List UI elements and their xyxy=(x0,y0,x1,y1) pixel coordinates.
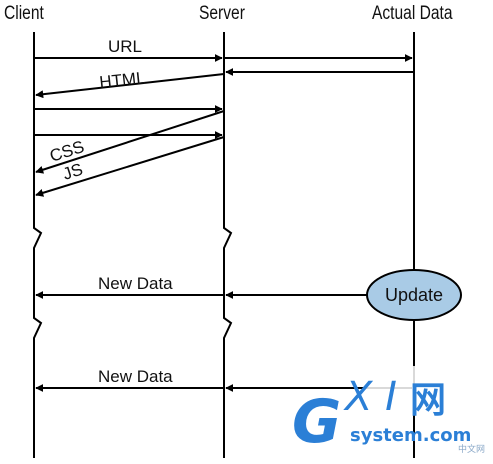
arrow-css xyxy=(35,110,225,174)
label-url: URL xyxy=(108,37,142,56)
lifeline-label-client: Client xyxy=(4,3,44,24)
watermark-xi: X I xyxy=(343,374,397,420)
arrow-html-server-client xyxy=(35,73,225,99)
watermark-site: system.com xyxy=(350,425,471,446)
lifeline-label-actual-data: Actual Data xyxy=(372,3,453,24)
label-html: HTML xyxy=(98,68,146,92)
watermark-cn: 网 xyxy=(410,380,446,421)
label-update: Update xyxy=(385,285,443,305)
label-new-data-1: New Data xyxy=(98,274,173,293)
lifeline-server xyxy=(223,32,233,458)
lifeline-client xyxy=(33,32,43,458)
label-new-data-2: New Data xyxy=(98,367,173,386)
watermark-logo: G X I 网 system.com 中文网 xyxy=(292,366,485,457)
watermark-g: G xyxy=(292,387,341,457)
arrow-js xyxy=(35,136,225,197)
watermark-small: 中文网 xyxy=(458,443,485,455)
lifeline-label-server: Server xyxy=(199,3,245,24)
